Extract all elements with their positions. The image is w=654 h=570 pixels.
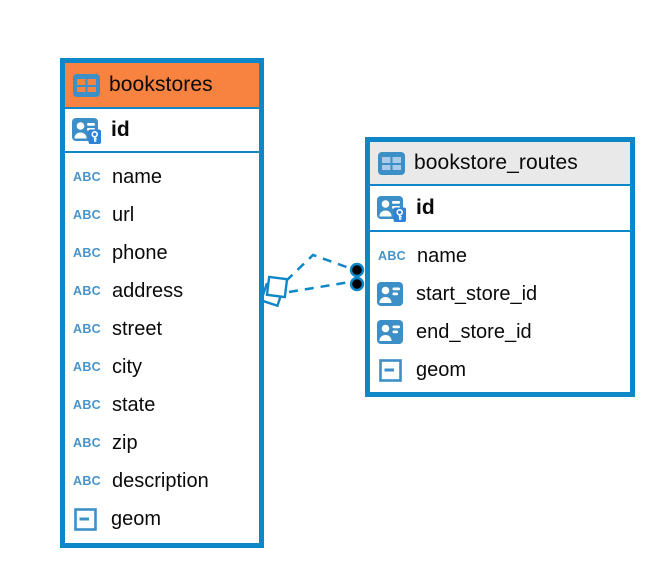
- id-ref-icon: [377, 320, 408, 344]
- column-row[interactable]: ABC zip: [73, 431, 138, 454]
- text-type-icon: ABC: [73, 473, 101, 488]
- text-type-icon: ABC: [73, 397, 101, 412]
- text-type-icon: ABC: [73, 207, 101, 222]
- text-type-icon: ABC: [378, 248, 406, 263]
- table-header[interactable]: bookstores: [65, 63, 259, 107]
- primary-key-icon: [72, 117, 103, 144]
- text-type-icon: ABC: [73, 245, 101, 260]
- column-row-id[interactable]: id: [370, 184, 630, 232]
- text-type-icon: ABC: [73, 321, 101, 336]
- column-row[interactable]: end_store_id: [370, 313, 630, 351]
- column-row[interactable]: ABC phone: [73, 241, 168, 264]
- table-header[interactable]: bookstore_routes: [370, 142, 630, 184]
- column-row[interactable]: ABC url: [73, 203, 135, 226]
- primary-key-name: id: [111, 118, 130, 141]
- table-bookstores[interactable]: bookstores id ABC name ABC url AB: [60, 58, 264, 548]
- geometry-type-icon: [72, 507, 103, 531]
- primary-key-icon: [377, 195, 408, 222]
- text-type-icon: ABC: [73, 283, 101, 298]
- text-type-icon: ABC: [73, 359, 101, 374]
- column-row[interactable]: geom: [65, 500, 259, 538]
- table-bookstore-routes[interactable]: bookstore_routes id ABC name: [365, 137, 635, 397]
- columns-section: ABC name start_store_id: [370, 232, 630, 394]
- column-row-id[interactable]: id: [65, 107, 259, 153]
- table-icon: [378, 151, 405, 175]
- column-row[interactable]: start_store_id: [370, 275, 630, 313]
- columns-section: ABC name ABC url ABC phone ABC address A…: [65, 153, 259, 543]
- column-row[interactable]: ABC city: [73, 355, 142, 378]
- table-icon: [73, 73, 100, 97]
- column-row[interactable]: ABC name: [378, 244, 468, 267]
- geometry-type-icon: [377, 358, 408, 382]
- relation-endpoint-dot[interactable]: [349, 262, 365, 292]
- table-title: bookstore_routes: [414, 151, 578, 174]
- relation-line[interactable]: [285, 253, 353, 282]
- table-title: bookstores: [109, 73, 213, 96]
- column-row[interactable]: ABC name: [73, 165, 163, 188]
- relation-diamond-marker[interactable]: [259, 275, 289, 308]
- column-row[interactable]: ABC street: [73, 317, 163, 340]
- text-type-icon: ABC: [73, 435, 101, 450]
- column-row[interactable]: ABC address: [73, 279, 184, 302]
- column-row[interactable]: geom: [370, 351, 630, 389]
- column-row[interactable]: ABC description: [73, 469, 209, 492]
- relation-line[interactable]: [288, 280, 351, 294]
- text-type-icon: ABC: [73, 169, 101, 184]
- id-ref-icon: [377, 282, 408, 306]
- column-row[interactable]: ABC state: [73, 393, 156, 416]
- primary-key-name: id: [416, 196, 435, 219]
